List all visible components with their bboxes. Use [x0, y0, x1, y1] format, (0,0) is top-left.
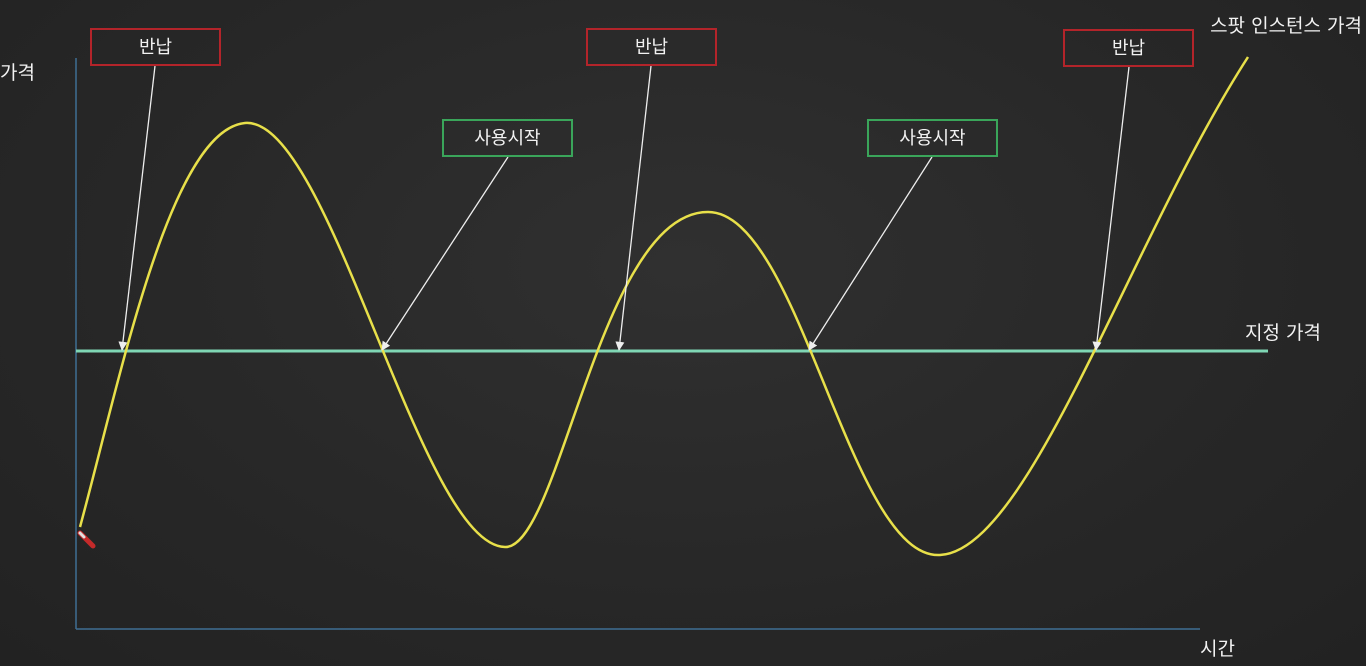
return-label-1: 반납 [139, 37, 172, 58]
spot-price-label: 스팟 인스턴스 가격 [1210, 15, 1362, 37]
x-axis-label: 시간 [1200, 638, 1235, 660]
arrow-start-1 [381, 156, 509, 351]
arrow-return-2 [615, 65, 652, 351]
return-box-1: 반납 [90, 28, 221, 66]
arrow-return-1 [118, 65, 156, 351]
y-axis-label: 가격 [0, 62, 35, 84]
return-label-2: 반납 [635, 37, 668, 58]
return-box-2: 반납 [586, 28, 717, 66]
return-label-3: 반납 [1112, 38, 1145, 59]
start-label-2: 사용시작 [899, 128, 965, 149]
start-box-1: 사용시작 [442, 119, 573, 157]
start-box-2: 사용시작 [867, 119, 998, 157]
spot-price-curve [78, 56, 1250, 557]
cursor-marker-icon [77, 530, 96, 549]
return-box-3: 반납 [1063, 29, 1194, 67]
start-label-1: 사용시작 [474, 128, 540, 149]
arrow-return-3 [1092, 66, 1130, 351]
arrow-start-2 [808, 156, 933, 351]
fixed-price-label: 지정 가격 [1245, 322, 1321, 344]
